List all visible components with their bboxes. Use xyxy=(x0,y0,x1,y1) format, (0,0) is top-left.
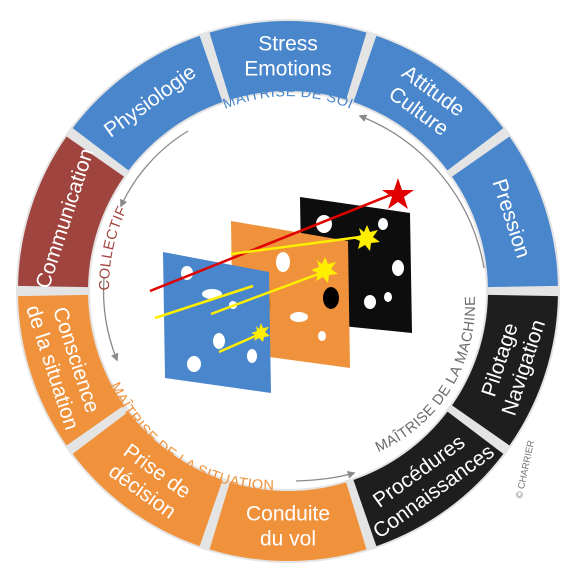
segment-shape xyxy=(209,20,367,100)
arrow-situation-to-machine xyxy=(295,471,356,482)
segment-shape xyxy=(452,294,558,446)
spark-icon-1 xyxy=(353,225,380,251)
segment-conscience: Consciencede la situation xyxy=(18,294,124,446)
arrow-collectif-to-situation xyxy=(102,277,119,362)
spark-icon-2 xyxy=(311,257,338,283)
spark-icon-3 xyxy=(251,323,270,342)
segment-shape xyxy=(72,35,223,171)
segment-label-line: Stress xyxy=(258,32,318,55)
segment-shape xyxy=(209,482,367,561)
slice-blue xyxy=(163,252,271,393)
segment-label-line: du vol xyxy=(260,527,316,550)
segment-shape xyxy=(353,411,504,547)
laser-red xyxy=(149,192,394,293)
star-icon xyxy=(382,178,414,209)
cycle-arrows xyxy=(102,114,485,482)
segment-label-line: Emotions xyxy=(244,57,332,80)
segment-shape xyxy=(18,294,124,446)
segment-shape xyxy=(72,411,223,547)
segment-shape xyxy=(18,136,124,288)
segment-label-line: Conduite xyxy=(246,502,330,525)
arrow-soi-to-collectif xyxy=(120,130,189,208)
segment-prise: Prise dedécision xyxy=(72,411,223,547)
cheese-slices-illustration xyxy=(149,178,414,393)
segment-shape xyxy=(353,35,504,171)
segment-shape xyxy=(452,136,558,288)
segment-attitude: AttitudeCulture xyxy=(353,35,504,171)
laser-yellow-group xyxy=(154,235,361,354)
copyright-text: © CHARRIER xyxy=(514,439,537,499)
segment-pression: Pression xyxy=(452,136,558,288)
arrow-machine-to-soi xyxy=(358,114,485,269)
